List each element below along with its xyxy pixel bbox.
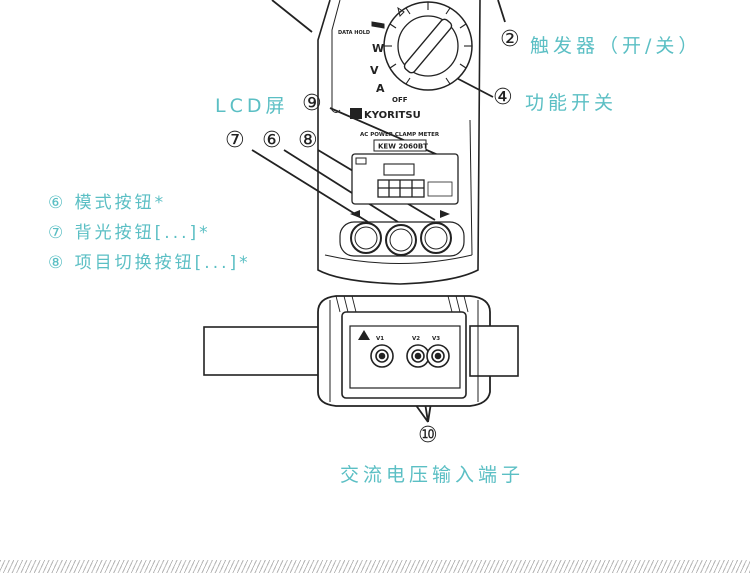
dial-symbols [371, 6, 405, 29]
legend-item-switch-text: 项目切换按钮[...]* [74, 253, 251, 273]
dial-a-label: A [376, 82, 385, 95]
label-voltage-terminals: 交流电压输入端子 [340, 464, 525, 486]
legend-item-switch-num: ⑧ [48, 253, 67, 273]
terminal-v2-label: V2 [412, 336, 420, 342]
brand-block: KYORITSU AC POWER CLAMP METER KEW 2060BT [350, 108, 440, 152]
terminal-v3-label: V3 [432, 336, 440, 342]
terminal-v1-label: V1 [376, 336, 384, 342]
meter-subtitle: AC POWER CLAMP METER [360, 132, 440, 138]
kyoritsu-logo-icon [350, 108, 362, 119]
lcd-screen [351, 153, 459, 205]
label-lcd: LCD屏 [215, 95, 289, 117]
dial-v-label: V [370, 64, 379, 77]
callout-lcd: ⑨ [302, 91, 322, 116]
legend-mode-text: 模式按钮* [74, 193, 167, 213]
terminal-labels: V1 V2 V3 [376, 336, 440, 342]
brand-name: KYORITSU [364, 110, 421, 121]
front-buttons [339, 210, 465, 257]
function-dial[interactable] [383, 1, 473, 91]
callout-function-switch: ④ [493, 85, 513, 110]
hatched-divider [0, 560, 750, 573]
callout-btn-6: ⑥ [262, 128, 282, 153]
dial-position-labels: W V A OFF DATA HOLD [338, 30, 408, 104]
meter-bottom-view [203, 295, 519, 407]
callout-btn-7: ⑦ [225, 128, 245, 153]
warning-icon [358, 330, 370, 340]
label-trigger: 触发器（开/关） [530, 35, 702, 57]
legend-backlight-text: 背光按钮[...]* [74, 223, 211, 243]
model-name: KEW 2060BT [378, 143, 428, 151]
legend-mode-num: ⑥ [48, 193, 67, 213]
legend-mode: ⑥ 模式按钮* [48, 188, 166, 213]
legend-backlight-num: ⑦ [48, 223, 67, 243]
legend-item-switch: ⑧ 项目切换按钮[...]* [48, 248, 251, 273]
dial-off-label: OFF [392, 96, 408, 104]
data-hold-label: DATA HOLD [338, 30, 370, 36]
label-function-switch: 功能开关 [525, 92, 618, 114]
legend-backlight: ⑦ 背光按钮[...]* [48, 218, 211, 243]
callout-terminals: ⑩ [418, 423, 438, 448]
callout-btn-8: ⑧ [298, 128, 318, 153]
dial-w-label: W [372, 42, 384, 55]
callout-trigger: ② [500, 27, 520, 52]
